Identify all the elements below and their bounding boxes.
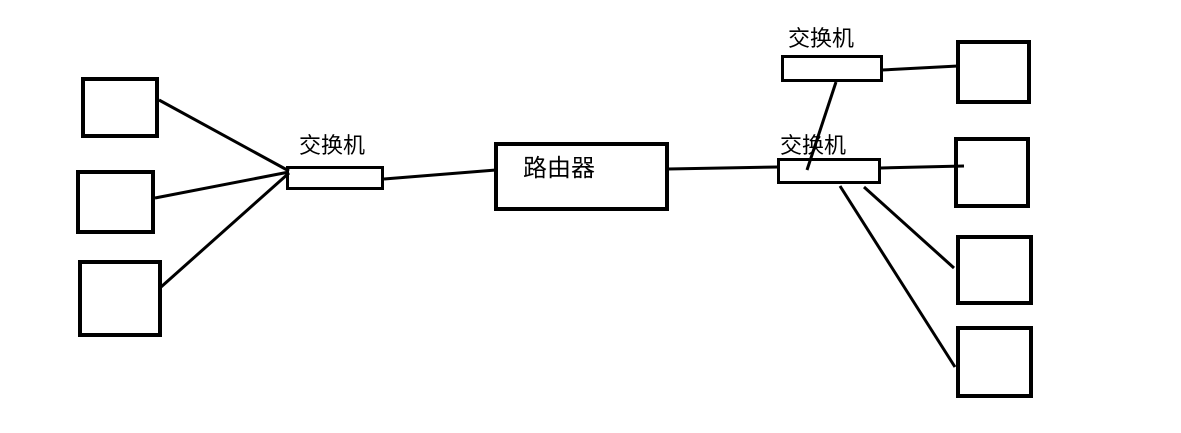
router	[494, 142, 669, 211]
edge-switch-top-right-switch-mid-right	[805, 81, 838, 171]
edge-router-switch-mid-right	[667, 165, 779, 171]
edge-switch-left-router	[383, 168, 497, 181]
host-right-2	[954, 137, 1030, 208]
host-left-2	[76, 170, 155, 234]
switch-mid-right	[777, 158, 881, 184]
host-right-4	[956, 326, 1033, 398]
edge-host-left-2-switch-left	[154, 170, 290, 200]
edge-switch-top-right-host-right-1	[881, 64, 959, 72]
edge-host-left-1-switch-left	[158, 98, 290, 173]
edge-host-left-3-switch-left	[160, 171, 290, 289]
edge-switch-mid-right-host-right-3	[862, 185, 956, 270]
switch-left-label: 交换机	[299, 134, 366, 159]
switch-mid-right-label: 交换机	[780, 134, 847, 159]
edge-switch-mid-right-host-right-4	[838, 185, 957, 368]
host-right-3	[956, 235, 1033, 305]
host-right-1	[956, 40, 1031, 104]
host-left-3	[78, 260, 162, 337]
switch-top-right	[781, 55, 883, 82]
switch-left	[286, 166, 384, 190]
host-left-1	[81, 77, 159, 138]
switch-top-right-label: 交换机	[788, 27, 855, 52]
edge-switch-mid-right-host-right-2	[880, 164, 965, 170]
router-label: 路由器	[523, 154, 595, 182]
